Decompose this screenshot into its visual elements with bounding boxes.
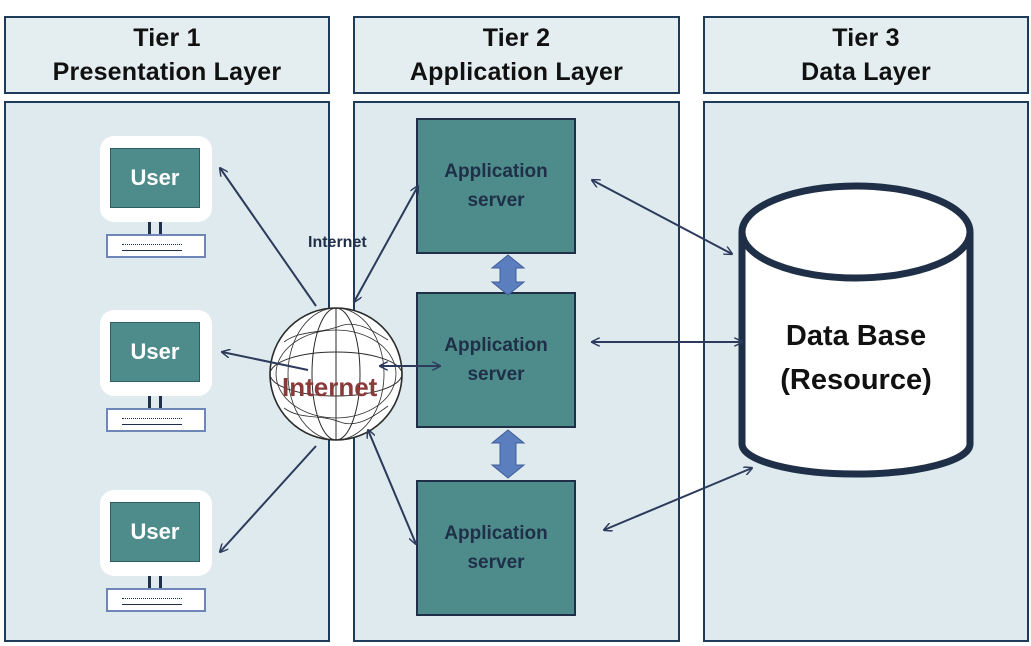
tier-2-title: Tier 2 (482, 24, 551, 52)
keyboard-icon (106, 588, 206, 612)
tier-3-header: Tier 3 Data Layer (703, 16, 1029, 94)
monitor-stand (148, 576, 162, 588)
database-label-line2: (Resource) (780, 364, 932, 396)
application-server-2: Application server (416, 292, 576, 428)
globe-icon (269, 307, 403, 441)
tier-3-title: Tier 3 (832, 24, 900, 52)
keyboard-icon (106, 234, 206, 258)
monitor-stand (148, 222, 162, 234)
server-label-line2: server (467, 364, 525, 385)
monitor-stand (148, 396, 162, 408)
tier-3-subtitle: Data Layer (801, 58, 931, 86)
arrow-internet-to-user-3 (220, 445, 317, 552)
keyboard-icon (106, 408, 206, 432)
application-server-3: Application server (416, 480, 576, 616)
globe-internet-label: Internet (282, 372, 378, 402)
server-label-line2: server (467, 552, 525, 573)
internet-label: Internet (308, 234, 367, 251)
user-computer-3: User (100, 490, 212, 636)
tier-1-header: Tier 1 Presentation Layer (4, 16, 330, 94)
arrow-internet-to-user-2 (222, 352, 309, 371)
double-arrow-server-2-3 (490, 429, 526, 479)
arrow-internet-server-1 (354, 186, 418, 302)
server-label-line1: Application (444, 335, 548, 356)
server-label-line1: Application (444, 161, 548, 182)
arrow-server-3-database (604, 468, 752, 530)
tier-1-title: Tier 1 (133, 24, 201, 52)
arrow-server-1-database (592, 180, 732, 254)
user-label: User (110, 148, 200, 208)
user-label: User (110, 502, 200, 562)
user-computer-1: User (100, 136, 212, 282)
user-computer-2: User (100, 310, 212, 456)
server-label-line1: Application (444, 523, 548, 544)
database-label: Data Base (Resource) (740, 314, 972, 402)
arrow-internet-to-user-1 (220, 168, 317, 307)
tier-2-header: Tier 2 Application Layer (353, 16, 680, 94)
tier-2-subtitle: Application Layer (409, 58, 624, 86)
database-label-line1: Data Base (785, 320, 927, 352)
application-server-1: Application server (416, 118, 576, 254)
database-cylinder-icon (738, 182, 974, 478)
arrow-internet-server-3 (368, 430, 416, 544)
user-label: User (110, 322, 200, 382)
tier-1-subtitle: Presentation Layer (52, 58, 282, 86)
server-label-line2: server (467, 190, 525, 211)
double-arrow-server-1-2 (490, 254, 526, 296)
